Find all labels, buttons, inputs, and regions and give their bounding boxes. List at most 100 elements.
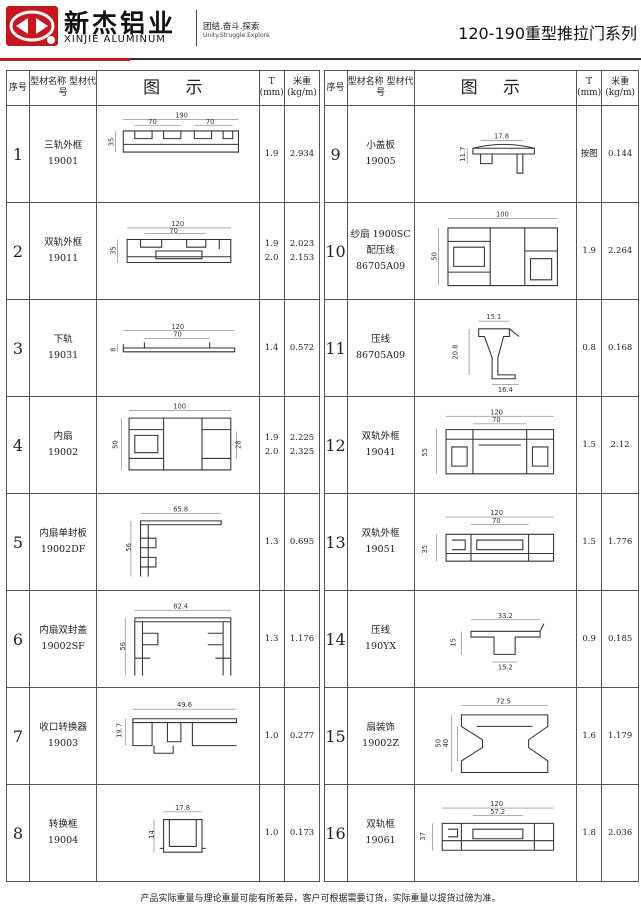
- profile-thickness: 1.6: [576, 687, 603, 785]
- profile-no: 7: [5, 687, 31, 785]
- profile-drawing: 15.120.816.4: [452, 313, 520, 394]
- profile-name: 转换框: [48, 819, 78, 830]
- profile-name-cell: 扇装饰 19002Z: [346, 687, 415, 785]
- profile-name: 双轨框: [366, 819, 395, 830]
- profile-drawing: 65.856: [125, 505, 222, 577]
- svg-text:70: 70: [148, 118, 157, 126]
- profile-thickness: 1.9: [258, 105, 285, 203]
- profile-thickness: 1.9 2.0: [258, 202, 285, 300]
- svg-text:35: 35: [421, 545, 429, 554]
- profile-no: 12: [323, 396, 348, 494]
- svg-text:50: 50: [111, 440, 119, 449]
- profile-drawing: 17.811.7: [460, 133, 536, 174]
- profile-code: 19002Z: [362, 738, 399, 749]
- svg-text:70: 70: [492, 416, 501, 424]
- profile-thickness: 1.9: [576, 202, 603, 300]
- profile-name: 双轨外框: [361, 528, 400, 539]
- svg-text:57.2: 57.2: [491, 808, 506, 816]
- svg-text:33.2: 33.2: [498, 612, 513, 620]
- profile-thickness: 1.5: [576, 396, 603, 494]
- profile-code: 86705A09: [356, 261, 406, 272]
- profile-name: 内扇: [53, 431, 73, 442]
- column-gap: [319, 202, 325, 300]
- svg-text:17.8: 17.8: [494, 133, 509, 141]
- column-gap: [319, 687, 325, 785]
- svg-text:35: 35: [108, 138, 116, 147]
- profile-name-cell: 双轨外框 19051: [346, 493, 415, 591]
- header-name: 型材名称 型材代号: [29, 70, 98, 106]
- profile-no: 5: [5, 493, 31, 591]
- svg-text:100: 100: [496, 210, 509, 218]
- profile-thickness: 1.9 2.0: [258, 396, 285, 494]
- profile-drawing: 49.619.7: [115, 701, 237, 754]
- profile-weight: 0.695: [283, 493, 321, 591]
- svg-text:70: 70: [169, 227, 178, 235]
- profile-name: 收口转换器: [39, 722, 87, 733]
- svg-text:15.1: 15.1: [487, 313, 502, 321]
- profile-code: 19001: [47, 156, 79, 167]
- profile-code: 19031: [47, 350, 79, 361]
- profile-name: 扇装饰: [366, 722, 395, 733]
- profile-thickness: 1.0: [258, 784, 285, 882]
- svg-text:50: 50: [435, 739, 443, 748]
- slogan-en: Unity.Struggle.Explore: [203, 32, 270, 39]
- svg-text:56: 56: [119, 642, 127, 651]
- header-thickness: T (mm): [576, 70, 603, 106]
- profile-no: 10: [323, 202, 348, 300]
- brand-name-en: XINJIE ALUMINUM: [64, 34, 166, 45]
- profile-no: 13: [323, 493, 348, 591]
- profile-code: 19041: [365, 447, 396, 458]
- svg-text:14: 14: [148, 830, 156, 839]
- header-weight: 米重 (kg/m): [601, 70, 639, 106]
- profile-weight: 0.572: [283, 299, 321, 397]
- profile-thickness: 1.3: [258, 590, 285, 688]
- profile-no: 4: [5, 396, 31, 494]
- brand-logo: [6, 6, 58, 46]
- profile-no: 14: [323, 590, 348, 688]
- svg-text:72.5: 72.5: [496, 697, 511, 705]
- profile-weight: 1.776: [601, 493, 639, 591]
- profile-weight: 0.277: [283, 687, 321, 785]
- profile-code: 86705A09: [356, 350, 406, 361]
- profile-thickness: 0.8: [576, 299, 603, 397]
- header-rule: [0, 58, 641, 60]
- profile-code: 19002SF: [41, 641, 85, 652]
- brand-name-cn: 新杰铝业: [64, 9, 177, 38]
- profile-drawing: 82.456: [119, 602, 232, 676]
- profile-code: 19051: [365, 544, 396, 555]
- svg-text:35: 35: [109, 246, 117, 255]
- column-gap: [319, 493, 325, 591]
- profile-no: 2: [5, 202, 31, 300]
- slogan-cn: 团结.奋斗.探索: [203, 22, 260, 32]
- svg-text:15.2: 15.2: [498, 664, 513, 672]
- profile-code: 19005: [365, 156, 396, 167]
- brand-divider: [196, 10, 197, 46]
